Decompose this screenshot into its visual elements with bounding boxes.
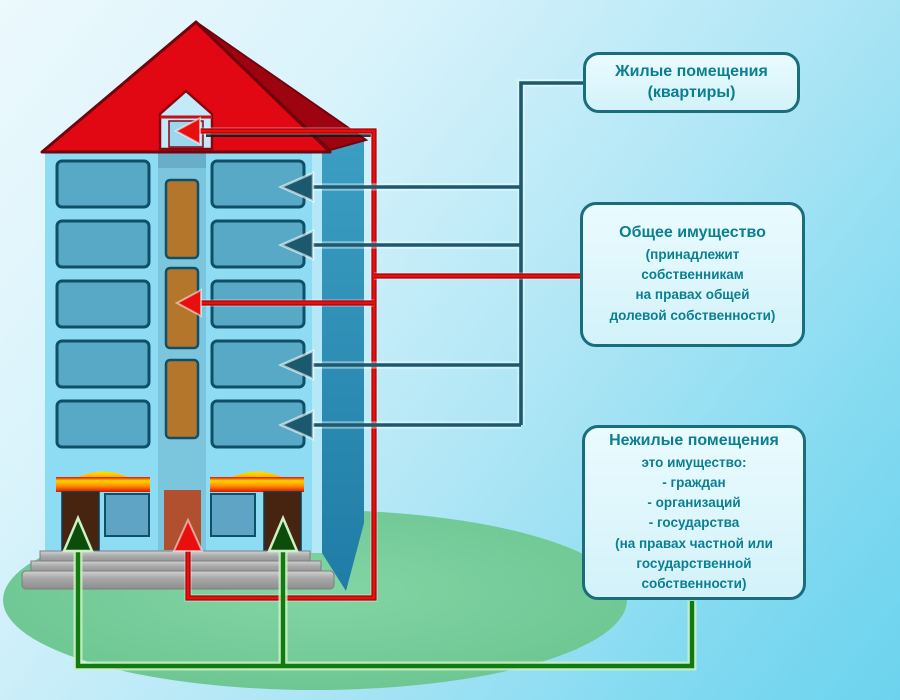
arrow-to-window-1	[277, 171, 315, 203]
window	[55, 219, 151, 269]
connector-line	[186, 129, 376, 600]
stairwell-window	[164, 358, 200, 440]
common-title: Общее имущество	[619, 224, 766, 242]
label-residential-premises: Жилые помещения (квартиры)	[583, 52, 800, 113]
entrance-steps	[21, 550, 335, 590]
awning-band-left	[56, 477, 150, 492]
shop-window-left	[104, 493, 150, 537]
connector-nonresidential	[62, 514, 697, 671]
arrow-to-window-2	[277, 229, 315, 261]
step	[21, 570, 335, 590]
arrow-to-stairwell-window	[174, 288, 202, 318]
facade-corner-highlight	[312, 150, 322, 553]
arrow-to-dormer	[173, 116, 201, 146]
connector-common-branches	[174, 272, 581, 318]
residential-subtitle: (квартиры)	[647, 83, 736, 101]
stairwell-windows	[164, 178, 200, 440]
nonresidential-title: Нежилые помещения	[609, 431, 779, 449]
connector-residential	[277, 79, 583, 441]
label-common-property: Общее имущество (принадлежит собственник…	[580, 202, 805, 347]
residential-title: Жилые помещения	[615, 62, 768, 80]
label-nonresidential-premises: Нежилые помещения это имущество: - гражд…	[582, 425, 806, 600]
connector-line	[75, 549, 695, 669]
awning-band-right	[210, 477, 304, 492]
common-body: (принадлежит собственникам на правах общ…	[609, 246, 776, 323]
stairwell-window	[164, 178, 200, 260]
connector-common-property	[172, 116, 378, 602]
arrow-to-window-5	[277, 409, 315, 441]
window	[55, 279, 151, 329]
apartment-arrowheads	[277, 171, 315, 441]
windows-left-column	[55, 159, 151, 449]
stairwell-strip-top	[158, 150, 206, 168]
arrow-to-window-4	[277, 349, 315, 381]
connector-line	[310, 81, 583, 427]
connector-line	[199, 274, 581, 305]
window	[55, 159, 151, 209]
window	[55, 399, 151, 449]
shop-front-left	[56, 471, 150, 551]
arrow-to-entrance	[172, 517, 204, 552]
arrow-to-shop-right	[267, 514, 299, 553]
window	[55, 339, 151, 389]
nonresidential-body: это имущество: - граждан - организаций -…	[615, 454, 773, 592]
shop-window-right	[210, 493, 256, 537]
arrow-to-shop-left	[62, 514, 94, 553]
roof	[40, 20, 332, 154]
apartment-building	[21, 20, 369, 591]
